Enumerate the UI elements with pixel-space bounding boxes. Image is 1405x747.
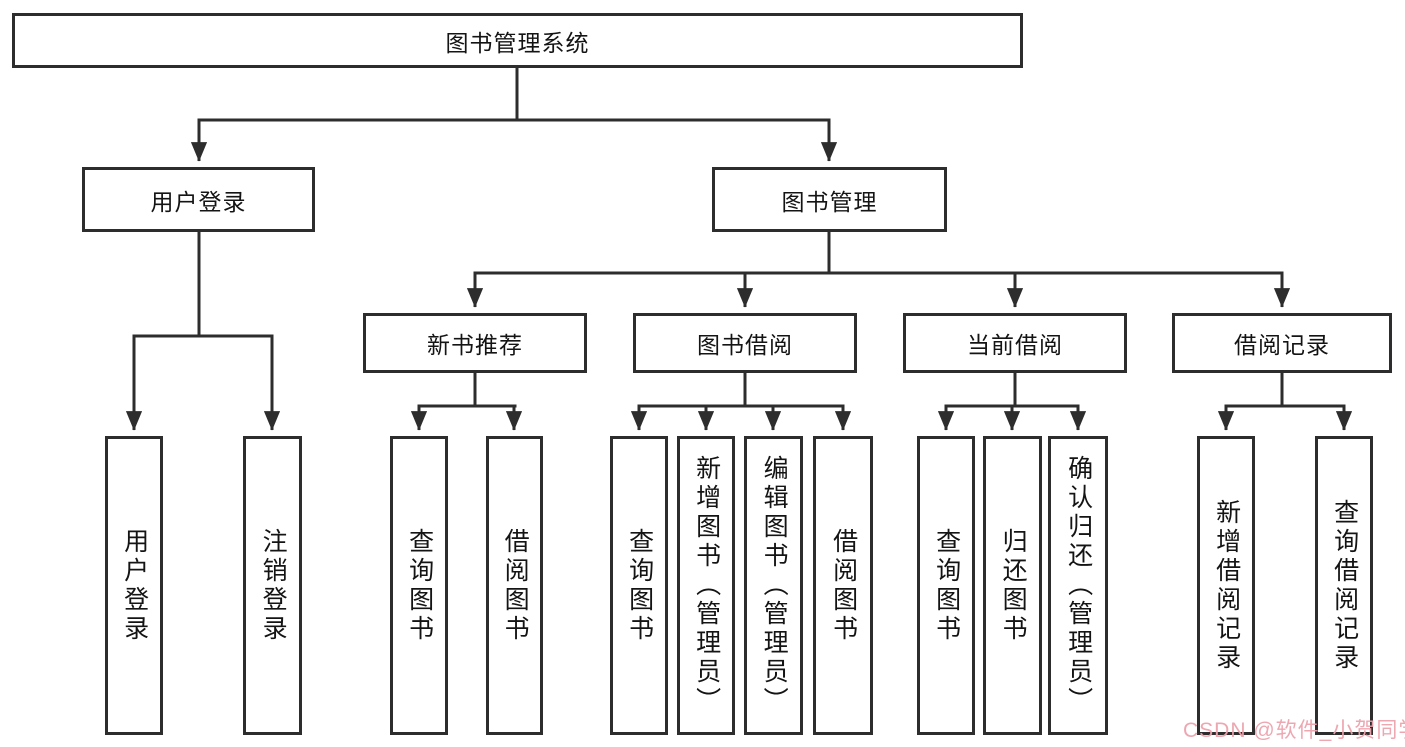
csdn-watermark: CSDN @软件_小贺同学 [1183,719,1405,742]
leaf-user-login: 用户登录 [105,436,163,735]
leaf-label: 查询图书 [625,527,654,644]
node-library-management-system: 图书管理系统 [12,13,1023,68]
node-book-borrowing: 图书借阅 [633,313,857,373]
leaf-label: 查询借阅记录 [1330,498,1359,673]
leaf-borrow-books: 借阅图书 [813,436,873,735]
leaf-label: 注销登录 [259,527,288,644]
leaf-label: 新增借阅记录 [1212,498,1241,673]
leaf-label: 查询图书 [405,527,434,644]
leaf-return-books: 归还图书 [983,436,1042,735]
leaf-label: 编辑图书（管理员） [760,455,789,716]
node-book-management: 图书管理 [712,167,947,232]
leaf-edit-books-admin: 编辑图书（管理员） [744,436,803,735]
leaf-label: 归还图书 [999,527,1028,644]
node-user-login-group: 用户登录 [82,167,315,232]
node-current-borrowing: 当前借阅 [903,313,1127,373]
leaf-logout: 注销登录 [243,436,302,735]
leaf-query-books-recommend: 查询图书 [390,436,448,735]
leaf-label: 借阅图书 [829,527,858,644]
leaf-label: 借阅图书 [501,527,530,644]
leaf-add-borrow-record: 新增借阅记录 [1197,436,1255,735]
leaf-label: 确认归还（管理员） [1064,455,1093,716]
leaf-confirm-return-admin: 确认归还（管理员） [1048,436,1108,735]
leaf-query-books-current: 查询图书 [917,436,975,735]
leaf-label: 查询图书 [932,527,961,644]
leaf-query-borrow-record: 查询借阅记录 [1315,436,1373,735]
node-new-book-recommendation: 新书推荐 [363,313,587,373]
node-borrowing-records: 借阅记录 [1172,313,1392,373]
leaf-add-books-admin: 新增图书（管理员） [677,436,735,735]
leaf-label: 用户登录 [120,527,149,644]
leaf-label: 新增图书（管理员） [692,455,721,716]
leaf-query-books-borrowing: 查询图书 [610,436,668,735]
leaf-borrow-books-recommend: 借阅图书 [486,436,543,735]
